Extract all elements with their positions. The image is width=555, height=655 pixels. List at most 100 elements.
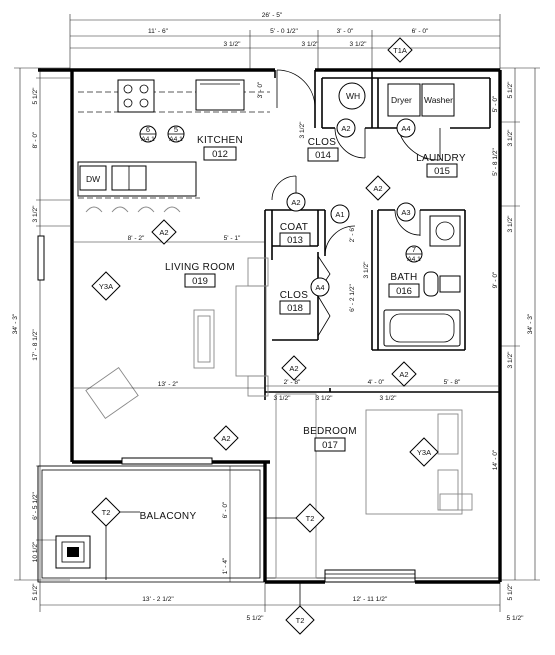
dim-bottom-12-11-half: 12' - 11 1/2" (353, 596, 388, 603)
sofa (235, 285, 267, 377)
room-name-coat: COAT (280, 222, 308, 233)
tag-t1a-text: T1A (393, 46, 407, 55)
section-marker-7-sheet: A4.1 (407, 256, 421, 263)
tag-a2-living (213, 425, 239, 451)
tag-y3a-living-text: Y3A (99, 282, 113, 291)
dim-right-5-0: 5' - 0" (492, 95, 499, 112)
tag-t2-bottom (285, 605, 315, 635)
bath-door-swing (394, 209, 421, 236)
room-name-living: LIVING ROOM (165, 262, 235, 273)
coat-door-swing (271, 175, 297, 201)
tag-a2-kitchen-text: A2 (159, 228, 168, 237)
dim-living-13-2: 13' - 2" (158, 381, 179, 388)
dim-bed-2-8: 2' - 8" (284, 379, 301, 386)
room-number-living: 019 (192, 276, 208, 287)
hvac-unit (37, 235, 45, 281)
bedroom-furniture (275, 393, 473, 579)
room-name-clos14: CLOS (308, 137, 336, 148)
tag-a4-laundry-text: A4 (401, 124, 410, 133)
section-marker-6-num: 6 (146, 125, 150, 134)
tag-a3 (396, 202, 416, 222)
room-labels: KITCHEN 012 CLOS 014 LAUNDRY 015 COAT 01… (140, 135, 466, 522)
coffee-table (193, 309, 215, 369)
section-marker-7-num: 7 (412, 245, 416, 254)
bath-fixtures (383, 209, 461, 347)
tag-a2-clos14-text: A2 (341, 124, 350, 133)
dim-top-3-half-a: 3 1/2" (223, 41, 241, 48)
tag-t2-bottom-text: T2 (296, 616, 305, 625)
section-marker-5-num: 5 (174, 125, 178, 134)
exterior-walls (38, 68, 502, 584)
room-number-clos14: 014 (315, 150, 331, 161)
room-name-laundry: LAUNDRY (416, 153, 466, 164)
stool-4 (163, 206, 181, 213)
dim-left-5-half-top: 5 1/2" (32, 87, 39, 105)
dim-left-6-5-half: 6' - 5 1/2" (32, 491, 39, 519)
dim-top-3-0: 3' - 0" (337, 28, 354, 35)
tag-a2-entry (365, 175, 391, 201)
stool-1 (85, 206, 103, 213)
tag-y3a-bedroom (409, 437, 439, 467)
refrigerator (195, 79, 245, 111)
washer (421, 83, 455, 117)
right-dimensions: 34' - 3" 5 1/2" 5' - 0" 3 1/2" 5' - 8 1/… (492, 67, 540, 601)
room-name-kitchen: KITCHEN (197, 135, 243, 146)
room-name-bath: BATH (390, 272, 417, 283)
room-name-bedroom: BEDROOM (303, 426, 357, 437)
tag-t2-bedroom-text: T2 (306, 514, 315, 523)
dim-bed-5-8: 5' - 8" (444, 379, 461, 386)
dim-top-3-half-c: 3 1/2" (349, 41, 367, 48)
dim-bed-3-half-a: 3 1/2" (273, 395, 291, 402)
tag-y3a-living (91, 271, 121, 301)
dim-balc-1-4: 1' - 4" (222, 557, 229, 574)
room-number-box-kitchen (203, 146, 237, 161)
water-heater (338, 82, 366, 110)
dim-overall-width: 26' - 5" (262, 12, 283, 19)
tag-a2-hall (281, 355, 307, 381)
dim-right-3-half-c: 3 1/2" (507, 351, 514, 369)
dim-right-5-8-half: 5' - 8 1/2" (492, 147, 499, 175)
wh-label: WH (346, 91, 360, 101)
side-table (247, 257, 269, 287)
tag-a2-hall-text: A2 (289, 364, 298, 373)
living-window (121, 457, 213, 465)
tag-t2-bedroom (295, 503, 325, 533)
dim-right-9-0: 9' - 0" (492, 271, 499, 288)
interior-dimensions: 8' - 2" 5' - 1" 13' - 2" 3' - 0" 3 1/2" … (72, 81, 500, 582)
toilet (423, 271, 439, 297)
tag-a4-clos18-text: A4 (315, 283, 324, 292)
room-number-kitchen: 012 (212, 149, 228, 160)
tag-a2-bath (391, 361, 417, 387)
tag-a2-entry-text: A2 (373, 184, 382, 193)
dim-top-3-half-b: 3 1/2" (301, 41, 319, 48)
dim-bottom-5-half-right: 5 1/2" (506, 615, 524, 622)
armchair (85, 366, 139, 420)
tag-y3a-bedroom-text: Y3A (417, 448, 431, 457)
clos18-door-lower (317, 295, 331, 337)
dim-left-8-0: 8' - 0" (32, 131, 39, 148)
dim-left-17-8-half: 17' - 8 1/2" (32, 329, 39, 361)
dim-right-overall: 34' - 3" (527, 313, 534, 334)
dim-living-5-1: 5' - 1" (224, 235, 241, 242)
dim-bed-3-half-c: 3 1/2" (379, 395, 397, 402)
dryer-label: Dryer (391, 95, 412, 105)
tag-a2-coat-text: A2 (291, 198, 300, 207)
tag-symbols: T1A 6 A4.1 5 A4.1 A2 A2 A4 A2 A2 A1 A3 (91, 37, 439, 635)
bedroom-window (324, 569, 416, 583)
stool-2 (111, 206, 129, 213)
room-number-box-coat (279, 232, 311, 247)
dryer (387, 83, 421, 117)
tag-a3-text: A3 (401, 208, 410, 217)
dim-left-3-half: 3 1/2" (32, 205, 39, 223)
room-number-coat: 013 (287, 235, 303, 246)
dim-bottom-5-half-left: 5 1/2" (246, 615, 264, 622)
dim-clos-3-half: 3 1/2" (299, 121, 306, 139)
dim-bed-3-half-b: 3 1/2" (315, 395, 333, 402)
dim-coat-2-6: 2' - 6" (349, 225, 356, 242)
room-number-box-bedroom (314, 437, 346, 452)
room-number-bedroom: 017 (322, 440, 338, 451)
section-marker-5-sheet: A4.1 (169, 136, 183, 143)
tag-a4-clos18 (310, 277, 330, 297)
dim-living-8-2: 8' - 2" (128, 235, 145, 242)
